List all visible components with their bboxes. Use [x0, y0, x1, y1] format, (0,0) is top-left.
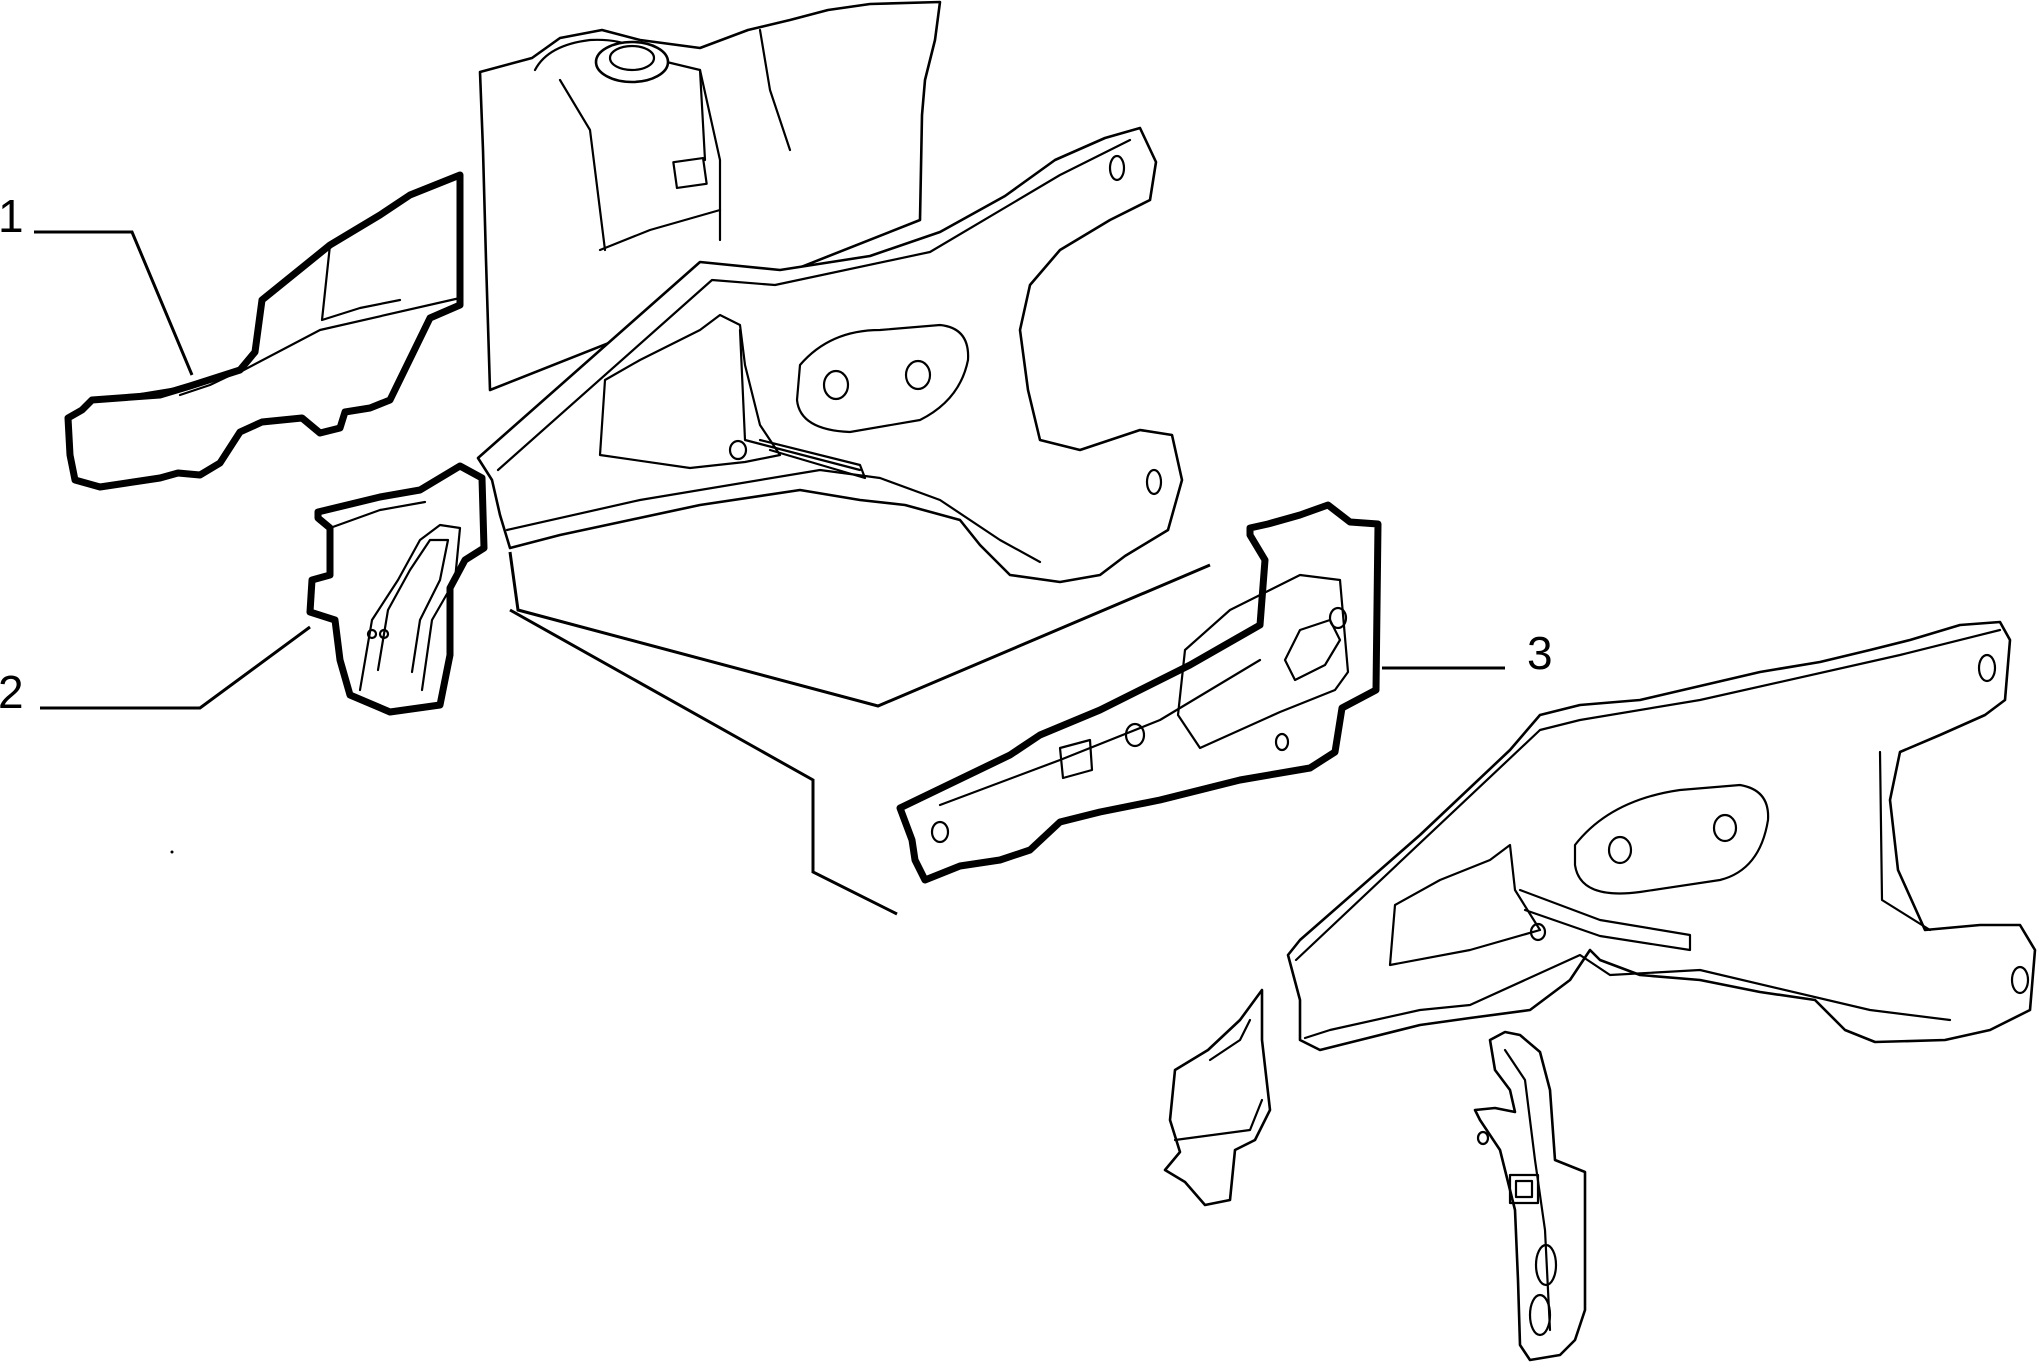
- part-1-bracket: [64, 171, 464, 491]
- part-3-reinforcement: [896, 501, 1382, 884]
- callout-leaders: [34, 230, 1505, 710]
- callout-2-label: 2: [0, 666, 24, 718]
- part-2-bracket: [306, 462, 488, 716]
- callout-1-label: 1: [0, 190, 24, 242]
- front-wheelhouse-assembly: [476, 0, 1184, 584]
- lower-right-panel-assembly: [1163, 620, 2037, 1362]
- callout-3-label: 3: [1527, 627, 1553, 679]
- assembly-lines: [508, 551, 1211, 916]
- print-dot: [170, 850, 174, 854]
